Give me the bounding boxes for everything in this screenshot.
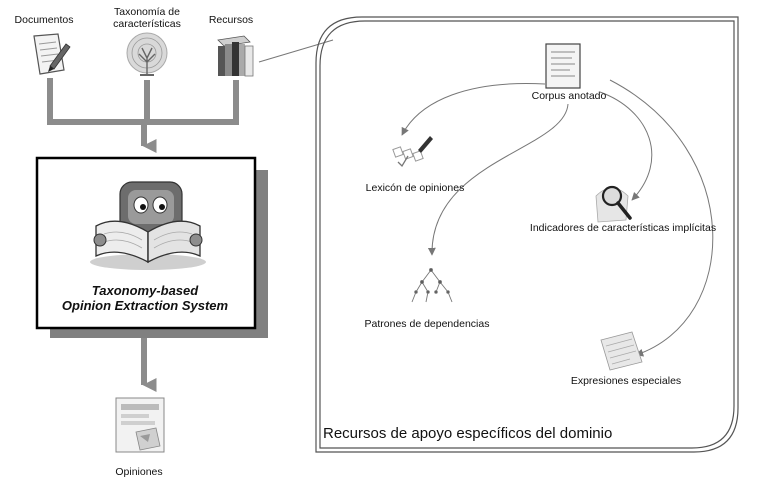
checklist-icon: [392, 136, 433, 168]
reading-robot-icon: [90, 181, 206, 270]
resources-link-line: [258, 39, 334, 63]
dependency-tree-icon: [411, 268, 453, 303]
documents-label: Documentos: [14, 14, 74, 26]
system-title-line2: Opinion Extraction System: [61, 298, 229, 313]
dependency-patterns-label: Patrones de dependencias: [364, 318, 490, 330]
domain-region-border-inner: [319, 20, 735, 449]
corpus-label: Corpus anotado: [531, 90, 607, 102]
opinions-label: Opiniones: [115, 466, 163, 478]
notebook-icon: [600, 331, 643, 371]
lexicon-label: Lexicón de opiniones: [365, 182, 465, 194]
implicit-indicators-label: Indicadores de características implícita…: [529, 222, 717, 234]
books-icon: [217, 35, 254, 77]
taxonomy-tree-icon: [126, 32, 168, 76]
arrow-corpus-lexicon: [401, 82, 546, 136]
arrow-corpus-special: [609, 79, 714, 357]
taxonomy-label-line1: Taxonomía de: [114, 6, 180, 18]
corpus-arrows: [401, 79, 714, 357]
arrow-corpus-indicators: [599, 91, 653, 201]
special-expressions-label: Expresiones especiales: [570, 375, 682, 387]
system-title-line1: Taxonomy-based: [91, 283, 199, 298]
taxonomy-label: Taxonomía de características: [100, 6, 194, 30]
input-connectors: [47, 78, 239, 392]
opinions-icon: [115, 397, 165, 453]
resources-label: Recursos: [208, 14, 254, 26]
domain-region-border-outer: [315, 16, 739, 453]
annotated-corpus-icon: [545, 43, 581, 89]
taxonomy-label-line2: características: [113, 18, 181, 30]
arrow-corpus-patterns: [427, 103, 569, 256]
document-icon: [33, 33, 71, 75]
magnifier-icon: [595, 185, 632, 223]
domain-region-title: Recursos de apoyo específicos del domini…: [323, 425, 613, 442]
system-title: Taxonomy-based Opinion Extraction System: [36, 283, 254, 313]
